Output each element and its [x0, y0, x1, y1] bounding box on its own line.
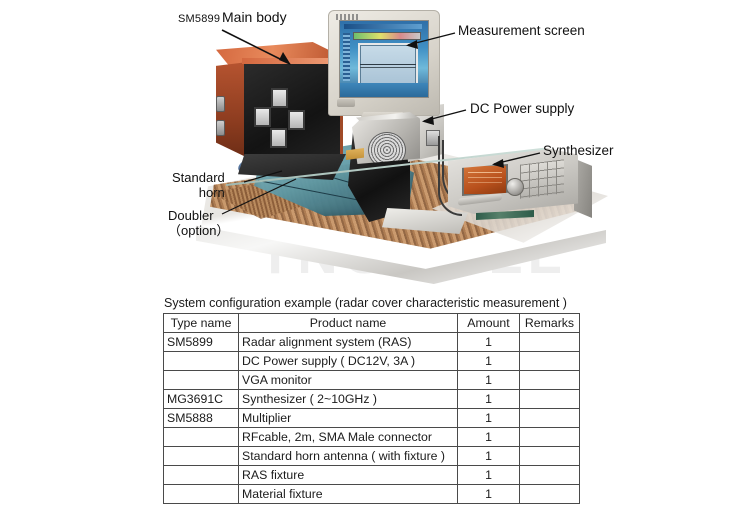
vga-monitor: [328, 10, 440, 126]
callout-standard-horn-line1: Standard: [172, 170, 225, 185]
cell-product-name: Radar alignment system (RAS): [238, 332, 458, 352]
monitor-bezel: [328, 10, 440, 116]
cell-product-name: RFcable, 2m, SMA Male connector: [238, 427, 458, 447]
cell-type-name: SM5888: [163, 408, 239, 428]
synthesizer-rotary-knob: [506, 178, 524, 196]
cell-product-name: Multiplier: [238, 408, 458, 428]
antenna-port-4: [270, 128, 287, 148]
cell-remarks: [519, 427, 580, 447]
dc-power-supply-unit: [346, 112, 428, 168]
cell-amount: 1: [457, 446, 520, 466]
equipment-photo: [186, 8, 616, 284]
cell-product-name: RAS fixture: [238, 465, 458, 485]
cell-amount: 1: [457, 332, 520, 352]
column-header-product-name: Product name: [238, 313, 458, 333]
cell-type-name: [163, 370, 239, 390]
cell-type-name: [163, 484, 239, 504]
cell-product-name: VGA monitor: [238, 370, 458, 390]
antenna-port-2: [254, 107, 271, 127]
plot-trace-secondary: [360, 67, 416, 68]
cell-product-name: Material fixture: [238, 484, 458, 504]
app-side-panel: [343, 33, 350, 81]
measurement-plot: [358, 43, 418, 87]
antenna-port-3: [288, 110, 305, 130]
table-row: DC Power supply ( DC12V, 3A )1: [163, 351, 580, 371]
cell-remarks: [519, 446, 580, 466]
cell-remarks: [519, 389, 580, 409]
cell-remarks: [519, 408, 580, 428]
callout-main-body: Main body: [222, 9, 287, 25]
cell-type-name: [163, 351, 239, 371]
callout-standard-horn-line2: horn: [198, 185, 225, 200]
cell-product-name: Standard horn antenna ( with fixture ): [238, 446, 458, 466]
monitor-power-button-icon: [337, 99, 355, 107]
cell-type-name: MG3691C: [163, 389, 239, 409]
callout-doubler: Doubler （option）: [168, 208, 229, 238]
callout-measurement-screen: Measurement screen: [458, 23, 585, 38]
main-body-side-panel: [216, 62, 248, 158]
cell-amount: 1: [457, 389, 520, 409]
callout-doubler-line1: Doubler: [168, 208, 214, 223]
cell-amount: 1: [457, 408, 520, 428]
psu-fan-grille-icon: [368, 132, 406, 164]
cell-remarks: [519, 465, 580, 485]
table-row: Standard horn antenna ( with fixture )1: [163, 446, 580, 466]
psu-power-connector: [346, 148, 364, 160]
column-header-amount: Amount: [457, 313, 520, 333]
callout-dc-power-supply: DC Power supply: [470, 101, 575, 116]
callout-model-code: SM5899: [178, 13, 221, 25]
column-header-type-name: Type name: [163, 313, 239, 333]
cell-type-name: [163, 427, 239, 447]
desktop-background: [340, 83, 428, 97]
leader-lines: [221, 29, 541, 215]
synthesizer-side-panel: [574, 158, 592, 218]
cell-product-name: Synthesizer ( 2~10GHz ): [238, 389, 458, 409]
app-title-bar: [344, 24, 422, 29]
system-configuration-table: Type name Product name Amount Remarks SM…: [163, 313, 580, 504]
cell-type-name: SM5899: [163, 332, 239, 352]
column-header-remarks: Remarks: [519, 313, 580, 333]
callout-synthesizer: Synthesizer: [543, 143, 614, 158]
cell-remarks: [519, 351, 580, 371]
cell-remarks: [519, 484, 580, 504]
table-caption: System configuration example (radar cove…: [164, 296, 567, 310]
synthesizer-output-connectors: [476, 210, 534, 220]
antenna-port-1: [271, 88, 288, 108]
cell-product-name: DC Power supply ( DC12V, 3A ): [238, 351, 458, 371]
measurement-screen-display: [339, 20, 429, 98]
cell-amount: 1: [457, 427, 520, 447]
callout-standard-horn: Standard horn: [172, 170, 227, 200]
cell-remarks: [519, 332, 580, 352]
cell-amount: 1: [457, 465, 520, 485]
system-configuration-section: System configuration example (radar cove…: [163, 296, 580, 504]
cell-remarks: [519, 370, 580, 390]
main-body-latch-lower: [216, 120, 225, 136]
cell-type-name: [163, 465, 239, 485]
product-photo-area: TNGMALL: [168, 8, 616, 284]
main-body-latch-upper: [216, 96, 225, 112]
cell-amount: 1: [457, 370, 520, 390]
table-header-row: Type name Product name Amount Remarks: [163, 313, 580, 333]
cell-type-name: [163, 446, 239, 466]
monitor-brand-logo-icon: [336, 14, 358, 20]
callout-doubler-line2: （option）: [168, 223, 230, 238]
app-toolbar: [353, 32, 421, 40]
cell-amount: 1: [457, 351, 520, 371]
plot-trace-primary: [360, 64, 416, 65]
cell-amount: 1: [457, 484, 520, 504]
